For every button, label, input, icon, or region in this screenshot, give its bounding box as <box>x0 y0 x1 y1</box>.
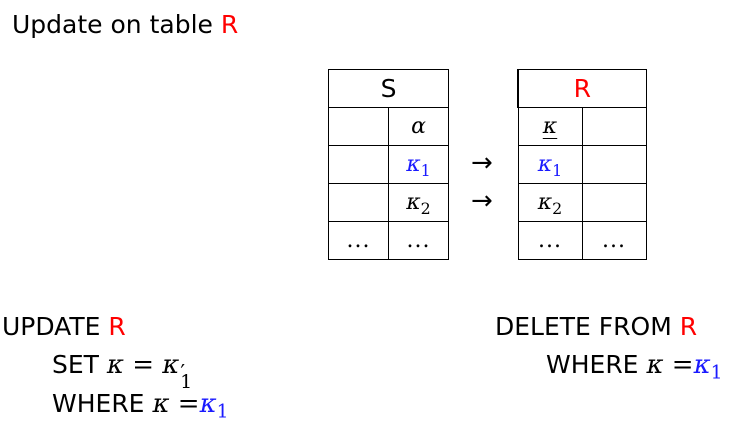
table-row: κ2 <box>328 183 449 222</box>
table-s: S α κ1 κ2 ... ... <box>328 69 449 260</box>
table-row: κ1 <box>517 145 647 184</box>
delete-line-2: WHERE κ =κ1 <box>546 350 723 382</box>
table-r-header: R <box>517 69 647 108</box>
kappa-base: κ <box>406 190 421 215</box>
set-expression: κ = κ′1 <box>106 350 192 392</box>
kappa-subscript: 2 <box>552 198 563 218</box>
delete-line-1: DELETE FROM R <box>495 314 697 339</box>
update-line-3: WHERE κ =κ1 <box>52 389 229 421</box>
where-rhs-subscript: 1 <box>216 401 229 423</box>
table-r-cell <box>581 145 647 184</box>
set-rhs-subscript: 1 <box>180 371 193 393</box>
kappa-subscript: 1 <box>552 160 563 180</box>
where-lhs: κ <box>646 350 664 380</box>
table-r-cell-ellipsis: ... <box>581 221 647 260</box>
kappa-base: κ <box>537 190 553 215</box>
mapping-arrow-icon: → <box>471 148 493 178</box>
table-row: ... ... <box>328 221 449 260</box>
set-keyword: SET <box>52 350 99 379</box>
title-prefix: Update on table <box>12 10 213 39</box>
update-line-2: SET κ = κ′1 <box>52 350 192 392</box>
where-keyword: WHERE <box>546 350 639 379</box>
set-lhs: κ <box>106 350 124 380</box>
table-s-cell <box>328 145 389 184</box>
kappa-base: κ <box>406 152 421 177</box>
table-s-header: S <box>328 69 449 108</box>
slide-title: Update on table R <box>12 10 238 39</box>
where-rhs: κ1 <box>199 389 229 421</box>
kappa-base: κ <box>537 152 553 177</box>
delete-table-name: R <box>679 312 698 341</box>
where-expression: κ =κ1 <box>646 350 723 382</box>
table-s-cell-kappa2: κ2 <box>388 183 449 222</box>
title-table-name: R <box>220 10 239 39</box>
table-row: α <box>328 107 449 146</box>
table-r-cell-kappa2: κ2 <box>517 183 583 222</box>
where-rhs-subscript: 1 <box>710 362 723 384</box>
where-rhs: κ1 <box>693 350 723 382</box>
kappa-subscript: 1 <box>420 160 431 180</box>
table-r-cell <box>581 107 647 146</box>
table-r-cell <box>581 183 647 222</box>
kappa-subscript: 2 <box>420 198 431 218</box>
update-table-name: R <box>108 312 126 341</box>
where-operator: = <box>671 350 694 380</box>
table-s-cell <box>328 183 389 222</box>
update-keyword: UPDATE <box>2 312 101 341</box>
table-s-cell <box>328 107 389 146</box>
where-rhs-base: κ <box>693 350 711 380</box>
set-operator: = <box>132 350 155 380</box>
table-row: ... ... <box>517 221 647 260</box>
table-r-cell-key: κ <box>517 107 583 146</box>
table-s-cell-kappa1: κ1 <box>388 145 449 184</box>
table-r-cell-kappa1: κ1 <box>517 145 583 184</box>
table-s-cell-ellipsis: ... <box>388 221 449 260</box>
mapping-arrow-icon: → <box>471 186 493 216</box>
set-rhs-base: κ <box>162 350 180 380</box>
set-rhs-prime: ′ <box>180 359 186 384</box>
table-r: R κ κ1 κ2 ... ... <box>517 69 647 260</box>
update-line-1: UPDATE R <box>2 314 126 339</box>
table-r-header-row: R <box>517 69 647 108</box>
delete-keyword: DELETE FROM <box>495 312 672 341</box>
table-s-header-row: S <box>328 69 449 108</box>
table-r-cell-ellipsis: ... <box>517 221 583 260</box>
where-keyword: WHERE <box>52 389 145 418</box>
where-expression: κ =κ1 <box>152 389 229 421</box>
table-s-cell-ellipsis: ... <box>328 221 389 260</box>
where-operator: = <box>177 389 200 419</box>
table-row: κ <box>517 107 647 146</box>
table-row: κ2 <box>517 183 647 222</box>
table-s-cell-alpha: α <box>388 107 449 146</box>
where-rhs-base: κ <box>199 389 217 419</box>
where-lhs: κ <box>152 389 170 419</box>
primary-key-kappa: κ <box>542 114 558 139</box>
table-row: κ1 <box>328 145 449 184</box>
